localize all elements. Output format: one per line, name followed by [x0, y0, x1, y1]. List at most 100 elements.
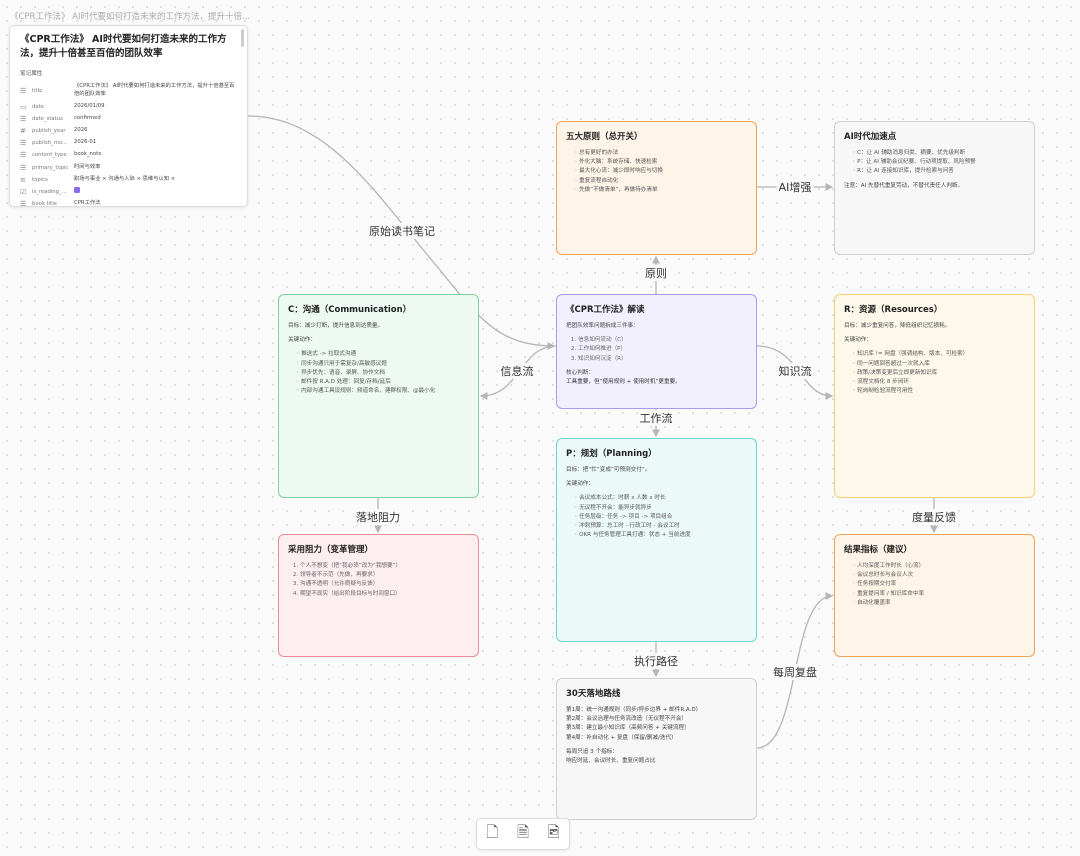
edge-label-exec[interactable]: 执行路径: [632, 653, 680, 669]
list-item: 同一问题回答超过一次就入库: [852, 360, 1025, 369]
property-value[interactable]: confirmed: [74, 114, 101, 121]
list-item: 个人不想变（把“我必须”改为“我想要”）: [300, 562, 469, 571]
image-icon[interactable]: 🖻: [547, 822, 560, 841]
edge-label-resist[interactable]: 落地阻力: [354, 509, 402, 525]
property-value[interactable]: CPR工作法: [74, 200, 101, 207]
item-list: 推送式 -> 拉取式沟通同步沟通只用于需复杂/高敏感议题异步优先：语音、录屏、协…: [296, 350, 469, 396]
list-item: 内部沟通工具设规则：频道命名、建群权限、@最小化: [296, 387, 469, 396]
edge-label-info[interactable]: 信息流: [498, 363, 536, 379]
property-row[interactable]: ▭ date 2026/01/09: [20, 101, 237, 113]
property-value[interactable]: 2026-01: [74, 139, 97, 146]
planning-card[interactable]: P：规划（Planning） 目标：把“忙”变成“可预测交付”。 关键动作： 会…: [556, 438, 757, 642]
edge-label-knowledge[interactable]: 知识流: [776, 363, 814, 379]
resources-card[interactable]: R：资源（Resources） 目标：减少重复问答，降低组织记忆损耗。 关键动作…: [834, 294, 1035, 498]
list-item: R：让 AI 连接知识库，提升检索与问答: [852, 167, 1025, 176]
list-item: 知识库 != 网盘（强调结构、版本、可检索）: [852, 350, 1025, 359]
ai-card[interactable]: AI时代加速点 C：让 AI 辅助消息归类、摘要、优先级判断P：让 AI 辅助会…: [834, 121, 1035, 255]
property-key: publish_mo...: [32, 140, 68, 147]
list-item: P：让 AI 辅助会议纪要、行动项提取、风险预警: [852, 158, 1025, 167]
list-item: 期望不现实（给出阶段目标与时间窗口）: [300, 590, 469, 599]
card-title: 五大原则（总开关）: [566, 132, 643, 142]
text-icon: ☰: [20, 200, 27, 207]
center-card[interactable]: 《CPR工作法》解读 把团队效率问题拆成三件事： 信息如何流动（C）工作如何推进…: [556, 294, 757, 409]
property-key: is_reading_...: [32, 188, 67, 195]
edge-label-source[interactable]: 原始读书笔记: [367, 223, 437, 239]
list-item: C：让 AI 辅助消息归类、摘要、优先级判断: [852, 149, 1025, 158]
edge-label-work[interactable]: 工作流: [637, 410, 675, 426]
property-value[interactable]: 2026: [74, 127, 88, 134]
property-key: content_type: [32, 152, 67, 159]
card-goal: 目标：减少打断，提升信息到达质量。: [288, 323, 384, 330]
card-title: 采用阻力（变革管理）: [288, 545, 374, 555]
list-item: 任务层级：任务 -> 项目 -> 项目组合: [574, 513, 747, 522]
checkbox-icon: ☑: [20, 187, 27, 196]
property-key: publish_year: [32, 128, 66, 134]
property-key: primary_topic: [32, 164, 69, 171]
week-item: 第4周：补自动化 + 复盘（保留/删减/迭代）: [566, 734, 677, 741]
scrollbar[interactable]: [241, 29, 244, 47]
card-title: P：规划（Planning）: [566, 449, 657, 459]
card-title: AI时代加速点: [844, 132, 897, 142]
edge-label-principle[interactable]: 原则: [643, 265, 669, 281]
list-item: 无议程不开会：能异步就异步: [574, 504, 747, 513]
list-item: 政策/决策变更后立即更新知识库: [852, 369, 1025, 378]
calendar-icon: ▭: [20, 102, 27, 111]
card-note: 注意：AI 先替代重复劳动，不替代责任人判断。: [844, 182, 964, 189]
list-item: 冲刺预算：总工时 - 行政工时 - 会议工时: [574, 522, 747, 531]
number-icon: #: [20, 127, 26, 135]
list-item: 最大化心流：减少即时响应与切换: [574, 167, 747, 176]
card-label: 核心判断：: [566, 369, 594, 376]
edge-label-weekly[interactable]: 每周复盘: [771, 664, 819, 680]
list-item: 同步沟通只用于需复杂/高敏感议题: [296, 360, 469, 369]
property-value[interactable]: 《CPR工作法》 AI时代要如何打造未来的工作方法，提升十倍甚至百倍的团队效率: [74, 82, 235, 97]
source-note-card[interactable]: 《CPR工作法》 AI时代要如何打造未来的工作方法，提升十倍甚至百倍的团队效率 …: [9, 25, 248, 207]
text-icon: ☰: [20, 114, 27, 123]
item-list: C：让 AI 辅助消息归类、摘要、优先级判断P：让 AI 辅助会议纪要、行动项提…: [852, 149, 1025, 177]
resistance-card[interactable]: 采用阻力（变革管理） 个人不想变（把“我必须”改为“我想要”）领导者不示范（先做…: [278, 534, 479, 657]
property-row[interactable]: # publish_year 2026: [20, 125, 237, 137]
property-value[interactable]: book_note: [74, 151, 102, 158]
edge-label-measure[interactable]: 度量反馈: [910, 509, 958, 525]
property-row[interactable]: ☰title《CPR工作法》 AI时代要如何打造未来的工作方法，提升十倍甚至百倍…: [20, 81, 237, 101]
property-row[interactable]: ☰ publish_mo... 2026-01: [20, 137, 237, 149]
list-item: 会议总时长与会议人次: [852, 571, 1025, 580]
metrics-card[interactable]: 结果指标（建议） 人均深度工作时长（心流）会议总时长与会议人次任务按期交付率重复…: [834, 534, 1035, 657]
list-item: 领导者不示范（先做，再要求）: [300, 571, 469, 580]
property-key: date: [32, 103, 44, 110]
note-icon[interactable]: 🗎: [516, 822, 530, 841]
card-title: C：沟通（Communication）: [288, 305, 412, 315]
properties-heading: 笔记属性: [20, 70, 43, 77]
property-row[interactable]: ☑ is_reading_...: [20, 186, 237, 198]
list-item: 沟通不透明（允许质疑与反馈）: [300, 580, 469, 589]
canvas-toolbar: 🗋 🗎 🖻: [476, 818, 570, 850]
list-item: 总有更好的办法: [574, 149, 747, 158]
list-item: 人均深度工作时长（心流）: [852, 562, 1025, 571]
list-icon: ≡: [20, 175, 26, 184]
principles-card[interactable]: 五大原则（总开关） 总有更好的办法外化大脑：系统存储、快速检索最大化心流：减少即…: [556, 121, 757, 255]
roadmap-card[interactable]: 30天落地路线 第1周：统一沟通规则（同步/异步边界 + 邮件R.A.D）第2周…: [556, 678, 757, 820]
text-icon: ☰: [20, 139, 27, 148]
week-item: 第2周：会议治理与任务流改造（无议程不开会）: [566, 716, 688, 723]
list-item: 会议成本公式：时薪 x 人数 x 时长: [574, 494, 747, 503]
list-item: 异步优先：语音、录屏、协作文档: [296, 369, 469, 378]
note-tab-title[interactable]: 《CPR工作法》 AI时代要如何打造未来的工作方法，提升十倍...: [10, 12, 251, 22]
property-value[interactable]: 时间与效率: [74, 163, 101, 170]
edge-label-ai[interactable]: AI增强: [776, 179, 814, 195]
card-title: 《CPR工作法》解读: [566, 305, 645, 315]
property-value[interactable]: 职场与事业 × 沟通与人际 × 思维与认知 ×: [74, 175, 176, 182]
property-value[interactable]: 2026/01/09: [74, 102, 105, 109]
note-heading: 《CPR工作法》 AI时代要如何打造未来的工作方法，提升十倍甚至百倍的团队效率: [20, 34, 227, 59]
list-item: 邮件按 R.A.D 处理：回复/存档/延后: [296, 378, 469, 387]
card-intro: 把团队效率问题拆成三件事：: [566, 323, 639, 330]
property-value[interactable]: [74, 186, 237, 197]
card-core: 工具重要，但“使用规则 + 使用时机”更重要。: [566, 379, 681, 386]
file-icon[interactable]: 🗋: [486, 822, 499, 841]
checkbox-checked[interactable]: [74, 186, 80, 193]
list-item: 工作如何推进（P）: [578, 345, 747, 354]
communication-card[interactable]: C：沟通（Communication） 目标：减少打断，提升信息到达质量。 关键…: [278, 294, 479, 498]
